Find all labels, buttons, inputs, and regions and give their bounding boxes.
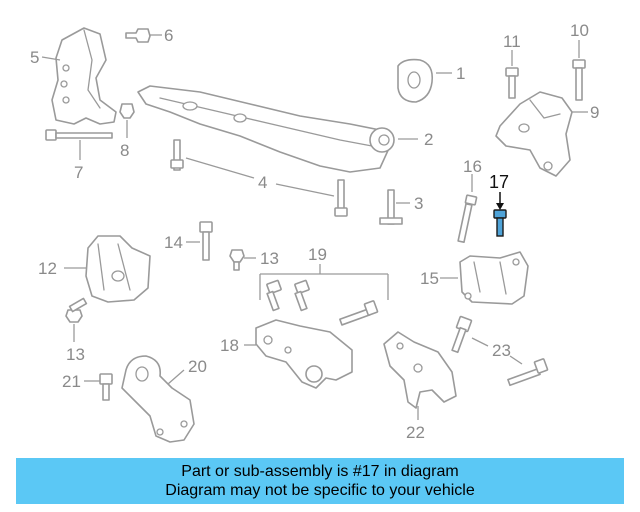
part-21-bolt: [99, 373, 113, 401]
banner-line-2: Diagram may not be specific to your vehi…: [165, 482, 475, 499]
part-9-mount: [495, 91, 573, 177]
callout-15: 15: [420, 269, 439, 288]
callout-11: 11: [503, 32, 521, 51]
info-banner: Part or sub-assembly is #17 in diagram D…: [16, 458, 624, 504]
part-13-bolt-lower: [65, 297, 88, 323]
callout-3: 3: [414, 194, 423, 213]
callout-23: 23: [492, 341, 511, 360]
part-11-bolt: [505, 67, 519, 99]
part-10-bolt: [572, 59, 586, 101]
callout-18: 18: [220, 336, 239, 355]
part-17-bolt-highlighted: [493, 209, 507, 237]
part-3-stud: [379, 189, 403, 225]
callout-5: 5: [30, 48, 39, 67]
part-13-bolt-upper: [229, 249, 245, 271]
callout-12: 12: [38, 259, 57, 278]
callout-7: 7: [74, 163, 83, 182]
callout-13-upper: 13: [260, 249, 279, 268]
part-1-mount: [397, 58, 434, 103]
banner-line-1: Part or sub-assembly is #17 in diagram: [181, 463, 459, 480]
part-12-mount: [85, 235, 151, 303]
part-22-bracket: [383, 331, 457, 409]
part-19-bolt-kit: [259, 273, 389, 326]
part-6-bolt: [125, 28, 151, 43]
callout-21: 21: [62, 372, 81, 391]
callout-17: 17: [489, 172, 509, 192]
part-14-bolt: [199, 221, 213, 261]
callout-14: 14: [164, 233, 183, 252]
part-16-bolt: [457, 194, 478, 244]
callout-19: 19: [308, 245, 327, 264]
callout-6: 6: [164, 26, 173, 45]
part-7-bolt: [45, 129, 113, 141]
part-2-crossmember: [137, 85, 395, 173]
part-20-mount: [121, 355, 195, 443]
callout-22: 22: [406, 423, 425, 442]
callout-16: 16: [463, 157, 482, 176]
part-4-bolts: [170, 139, 348, 217]
callout-8: 8: [120, 141, 129, 160]
part-15-mount: [459, 251, 529, 305]
parts-diagram: 5 6 7 8 2 1 4: [30, 21, 599, 443]
part-18-bracket: [255, 319, 353, 389]
callout-4: 4: [258, 173, 267, 192]
callout-1: 1: [456, 64, 465, 83]
callout-10: 10: [570, 21, 589, 40]
part-5-bracket: [51, 27, 117, 125]
callout-9: 9: [590, 103, 599, 122]
part-8-nut: [119, 103, 135, 119]
callout-20: 20: [188, 357, 207, 376]
callout-13-lower: 13: [66, 345, 85, 364]
part-23-bolts: [451, 315, 549, 387]
callout-2: 2: [424, 130, 433, 149]
